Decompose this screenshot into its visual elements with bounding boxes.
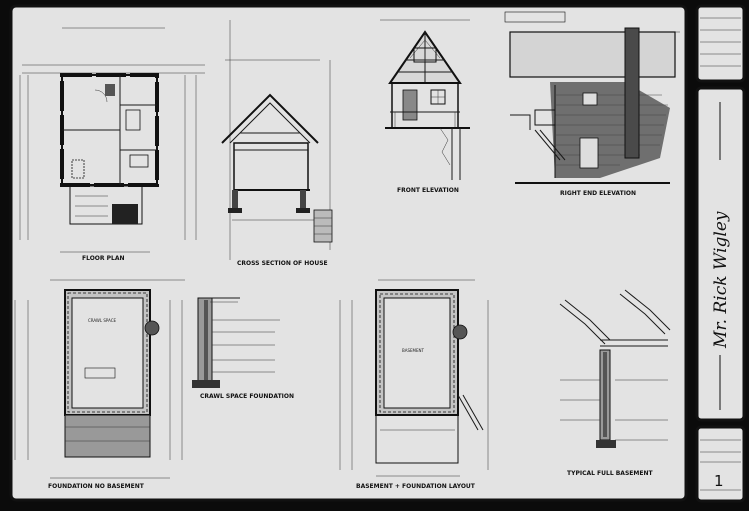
typical-full-basement-view: TYPICAL FULL BASEMENT [559, 289, 671, 477]
crawl-space-foundation-label: CRAWL SPACE FOUNDATION [200, 393, 294, 400]
foundation-no-basement-label: FOUNDATION NO BASEMENT [48, 483, 145, 490]
revision-block [695, 4, 746, 83]
right-end-elevation-view: RIGHT END ELEVATION [504, 11, 680, 197]
crawl-space-foundation-view: CRAWL SPACE FOUNDATION [192, 297, 294, 400]
designer-signature: Mr. Rick Wigley [711, 211, 731, 349]
basement-foundation-layout-label: BASEMENT + FOUNDATION LAYOUT [356, 483, 476, 490]
floor-plan-label: FLOOR PLAN [82, 255, 125, 262]
foundation-no-basement-view: CRAWL SPACE FOUNDATION NO BASEMENT [14, 279, 185, 490]
typical-full-basement-label: TYPICAL FULL BASEMENT [567, 470, 653, 477]
front-elevation-view: FRONT ELEVATION [380, 19, 470, 194]
basement-note: BASEMENT [402, 348, 425, 353]
basement-foundation-layout-view: BASEMENT BASEMENT + FOUNDATION LAYOUT [339, 279, 489, 490]
cross-section-view: CROSS SECTION OF HOUSE [221, 20, 333, 267]
sheet-number: 1 [714, 472, 724, 490]
front-elevation-label: FRONT ELEVATION [397, 187, 459, 194]
cross-section-label: CROSS SECTION OF HOUSE [237, 260, 328, 267]
signature-block [695, 86, 746, 422]
floor-plan-view: FLOOR PLAN [19, 27, 205, 262]
right-end-elevation-label: RIGHT END ELEVATION [560, 190, 636, 197]
sheet-info-block [695, 425, 746, 503]
crawl-space-note: CRAWL SPACE [88, 318, 117, 323]
drawing-area [9, 4, 688, 502]
